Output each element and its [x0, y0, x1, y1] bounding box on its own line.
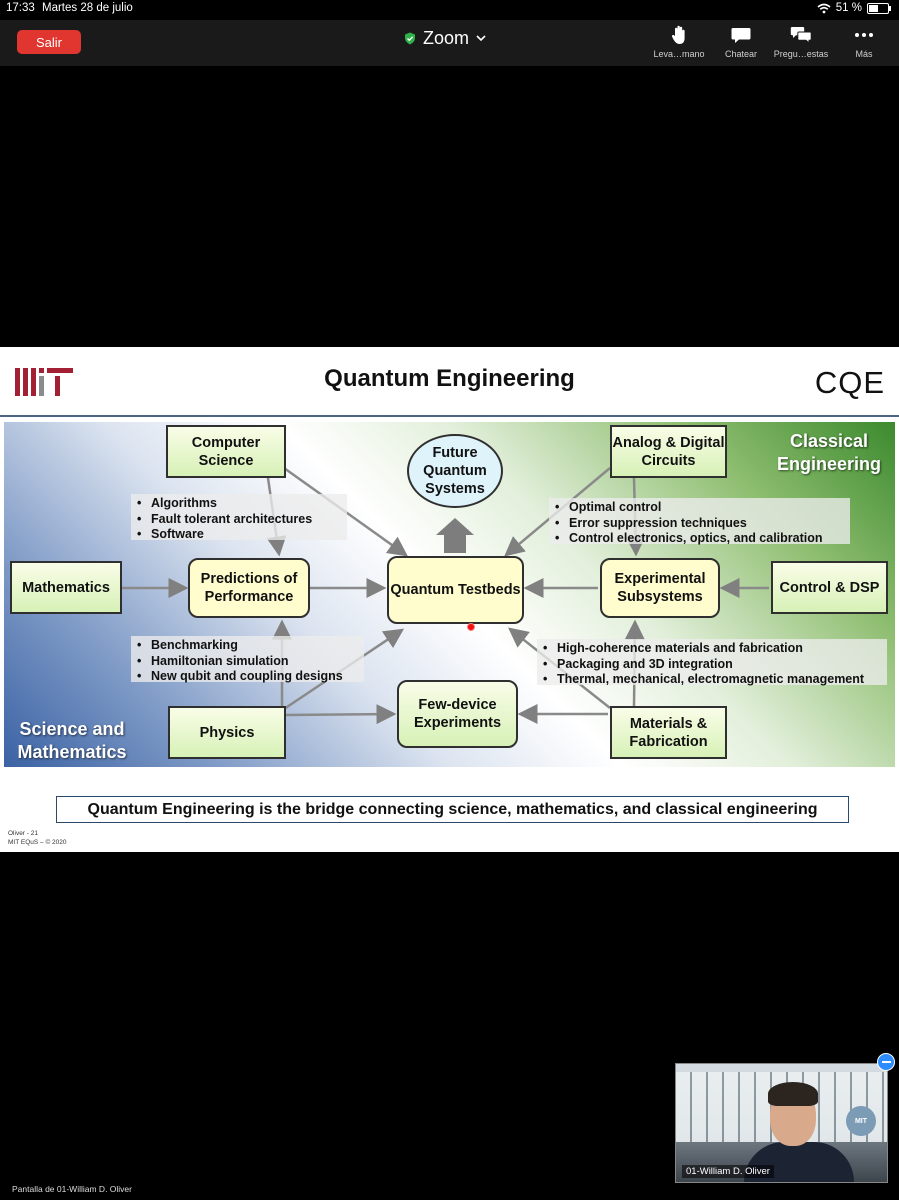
- shared-slide: Quantum Engineering CQE: [0, 347, 899, 852]
- node-few-device-experiments: Few-device Experiments: [397, 680, 518, 748]
- node-computer-science: Computer Science: [166, 425, 286, 478]
- bullet-item: Benchmarking: [137, 638, 358, 654]
- bullet-item: Control electronics, optics, and calibra…: [555, 531, 844, 547]
- more-label: Más: [855, 49, 873, 59]
- node-future-quantum-systems: Future Quantum Systems: [407, 434, 503, 508]
- bullet-item: Fault tolerant architectures: [137, 512, 341, 528]
- mit-badge-icon: MIT: [846, 1106, 876, 1136]
- bullets-computer-science: Algorithms Fault tolerant architectures …: [131, 494, 347, 543]
- minimize-video-button[interactable]: [877, 1053, 895, 1071]
- slide-footnote-line: MIT EQuS – © 2020: [8, 839, 67, 846]
- bullet-item: Packaging and 3D integration: [543, 657, 881, 673]
- up-arrow-icon: [436, 518, 474, 553]
- battery-percent: 51 %: [835, 2, 862, 14]
- meeting-info-button[interactable]: Zoom: [404, 28, 486, 49]
- status-bar: 17:33 Martes 28 de julio 51 %: [0, 0, 899, 20]
- label-classical-engineering: Classical Engineering: [776, 431, 881, 474]
- status-time: 17:33: [6, 2, 35, 14]
- chat-icon: [731, 28, 751, 43]
- wifi-icon: [817, 3, 831, 13]
- node-mathematics: Mathematics: [10, 561, 122, 614]
- bullets-materials: High-coherence materials and fabrication…: [537, 639, 887, 688]
- shield-check-icon: [405, 32, 415, 45]
- node-quantum-testbeds: Quantum Testbeds: [387, 556, 524, 624]
- meeting-title: Zoom: [423, 28, 470, 48]
- screen-share-label: Pantalla de 01-William D. Oliver: [12, 1184, 132, 1194]
- node-physics: Physics: [168, 706, 286, 759]
- quantum-engineering-diagram: Computer Science Future Quantum Systems …: [4, 422, 895, 767]
- slide-title: Quantum Engineering: [324, 365, 575, 392]
- chat-label: Chatear: [724, 49, 758, 59]
- more-button[interactable]: Más: [829, 24, 899, 59]
- bullet-item: Algorithms: [137, 496, 341, 512]
- bullet-item: Optimal control: [555, 500, 844, 516]
- bullet-item: Software: [137, 527, 341, 543]
- node-predictions: Predictions of Performance: [188, 558, 310, 618]
- chat-button[interactable]: Chatear: [706, 24, 776, 59]
- bullet-item: Hamiltonian simulation: [137, 654, 358, 670]
- node-experimental-subsystems: Experimental Subsystems: [600, 558, 720, 618]
- raise-hand-label: Leva…mano: [653, 49, 705, 59]
- laser-pointer: [467, 623, 475, 631]
- node-analog-digital-circuits: Analog & Digital Circuits: [610, 425, 727, 478]
- slide-footnote: Oliver - 21 MIT EQuS – © 2020: [8, 829, 67, 847]
- minus-icon: [881, 1061, 891, 1063]
- zoom-toolbar: Salir Zoom Leva…mano Chatear Pregu…estas: [0, 20, 899, 66]
- status-right: 51 %: [817, 2, 891, 14]
- bullet-item: Error suppression techniques: [555, 516, 844, 532]
- bullet-item: High-coherence materials and fabrication: [543, 641, 881, 657]
- slide-summary-banner: Quantum Engineering is the bridge connec…: [56, 796, 849, 823]
- qa-icon: [790, 27, 812, 45]
- bullets-analog-circuits: Optimal control Error suppression techni…: [549, 498, 850, 547]
- header-divider: [0, 415, 899, 417]
- node-materials-fabrication: Materials & Fabrication: [610, 706, 727, 759]
- raise-hand-button[interactable]: Leva…mano: [644, 24, 714, 59]
- battery-icon: [867, 2, 891, 14]
- speaker-video-tile[interactable]: MIT 01-William D. Oliver: [675, 1063, 888, 1183]
- speaker-name-tag: 01-William D. Oliver: [682, 1165, 774, 1178]
- status-date: Martes 28 de julio: [42, 2, 133, 14]
- more-icon: [855, 33, 873, 37]
- label-science-mathematics: Science and Mathematics: [17, 719, 127, 762]
- cqe-logo: CQE: [814, 365, 885, 400]
- raise-hand-icon: [671, 25, 685, 44]
- mit-logo: [15, 368, 73, 396]
- speaker-hair: [768, 1082, 818, 1106]
- chevron-down-icon: [476, 35, 486, 42]
- qa-button[interactable]: Pregu…estas: [766, 24, 836, 59]
- qa-label: Pregu…estas: [773, 49, 829, 59]
- exit-button[interactable]: Salir: [17, 30, 81, 54]
- bullets-physics: Benchmarking Hamiltonian simulation New …: [131, 636, 364, 685]
- slide-footnote-line: Oliver - 21: [8, 830, 38, 837]
- bullet-item: Thermal, mechanical, electromagnetic man…: [543, 672, 881, 688]
- bullet-item: New qubit and coupling designs: [137, 669, 358, 685]
- node-control-dsp: Control & DSP: [771, 561, 888, 614]
- slide-header: Quantum Engineering CQE: [0, 347, 899, 415]
